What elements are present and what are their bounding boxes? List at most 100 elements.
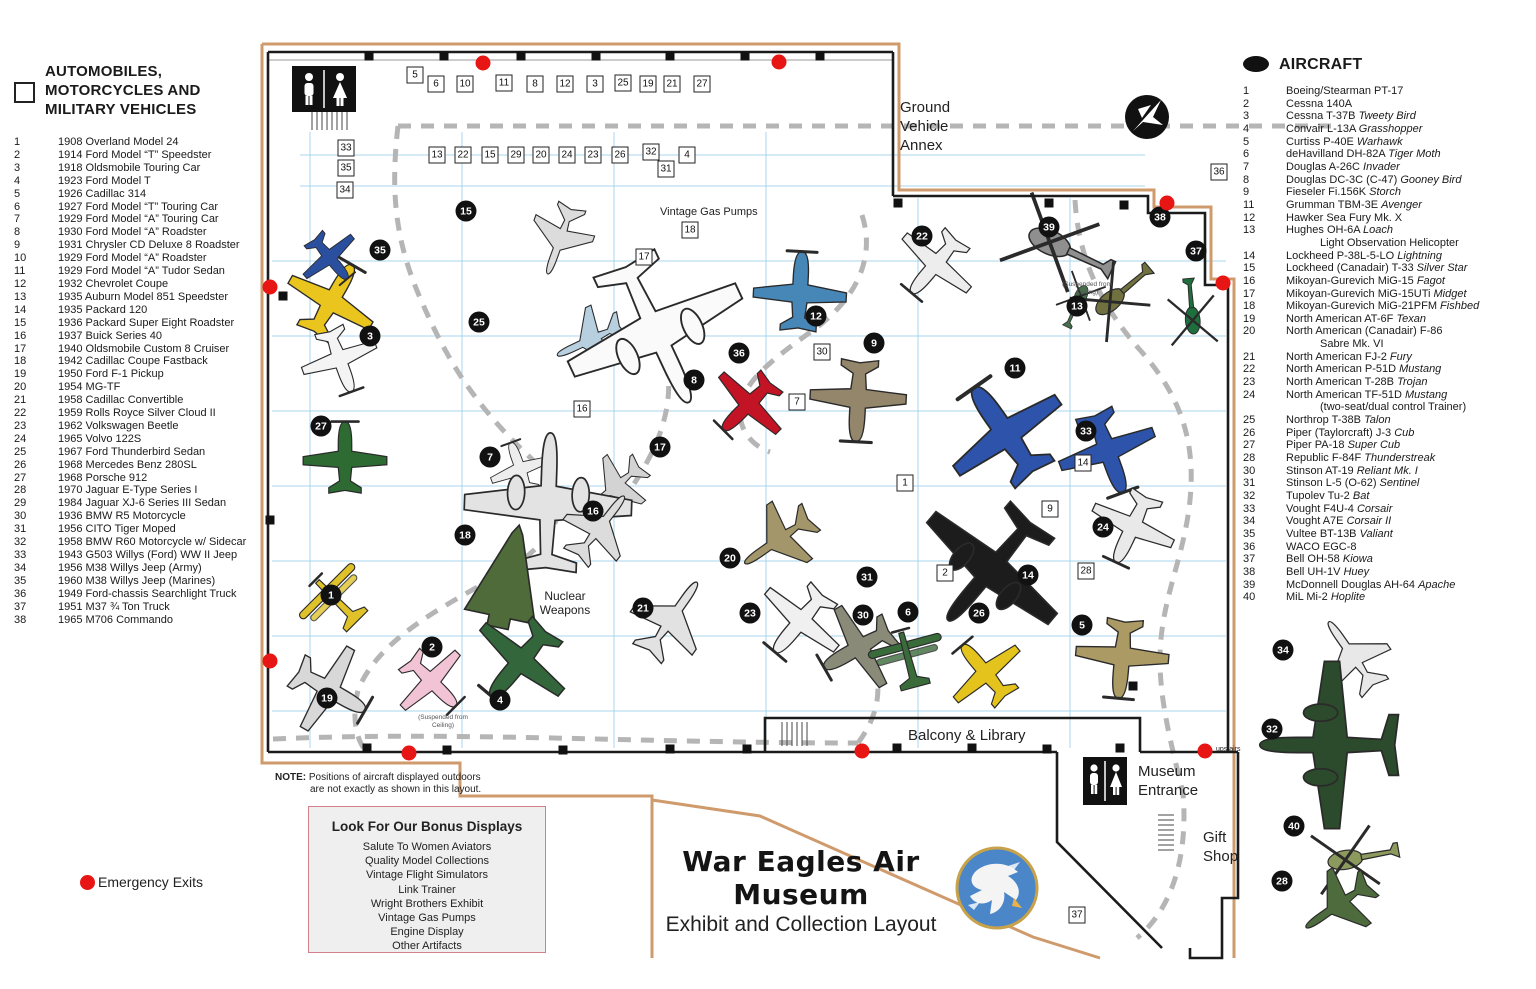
legend-item-number: 9 — [14, 239, 21, 252]
legend-item-label: Cessna T-37B Tweety Bird — [1286, 110, 1416, 123]
legend-item-label: Tupolev Tu-2 Bat — [1286, 490, 1370, 502]
bonus-display-item: Link Trainer — [398, 883, 456, 896]
legend-item-label: 1968 Mercedes Benz 280SL — [58, 458, 197, 471]
gift-shop-label: Gift Shop — [1203, 829, 1239, 865]
legend-item-label: Fieseler Fi.156K Storch — [1286, 186, 1401, 199]
legend-item-number: 23 — [1243, 376, 1256, 389]
legend-item-number: 9 — [1243, 186, 1250, 199]
legend-item-label: 1970 Jaguar E-Type Series I — [58, 484, 198, 497]
balcony-library-label: Balcony & Library — [908, 727, 1026, 744]
plane-silhouette-jet — [517, 194, 603, 286]
legend-item-label: 1908 Overland Model 24 — [58, 136, 179, 148]
legend-item-number: 22 — [1243, 363, 1256, 376]
legend-item-label: 1936 Packard Super Eight Roadster — [58, 316, 235, 329]
legend-item-label: McDonnell Douglas AH-64 Apache — [1286, 578, 1456, 591]
legend-item-label: North American TF-51D Mustang — [1286, 388, 1448, 401]
vehicle-legend-item: 28 1970 Jaguar E-Type Series I — [14, 484, 264, 497]
aircraft-legend-item: 27 Piper PA-18 Super Cub — [1243, 439, 1533, 452]
bonus-display-item: Vintage Flight Simulators — [365, 869, 489, 882]
legend-item-number: 29 — [14, 497, 27, 510]
aircraft-legend-item: 3 Cessna T-37B Tweety Bird — [1243, 110, 1533, 123]
legend-item-number: 36 — [14, 587, 27, 600]
bonus-display-item: Quality Model Collections — [364, 855, 490, 868]
legend-item-label: 1927 Ford Model “T” Touring Car — [58, 200, 218, 213]
legend-item-number: 12 — [14, 277, 27, 290]
note-label: NOTE: — [275, 772, 307, 783]
emergency-exit-key-icon — [80, 874, 95, 890]
legend-item-label: 1950 Ford F-1 Pickup — [58, 368, 164, 381]
bonus-display-item: Vintage Gas Pumps — [378, 912, 476, 925]
museum-entrance-label: Museum Entrance — [1138, 763, 1199, 799]
legend-item-number: 21 — [14, 394, 27, 407]
legend-item-number: 27 — [14, 471, 27, 484]
legend-item-number: 40 — [1243, 591, 1256, 604]
legend-item-number: 34 — [14, 561, 27, 574]
legend-item-label: 1959 Rolls Royce Silver Cloud II — [58, 407, 216, 420]
nuclear-weapons-label: Nuclear Weapons — [539, 589, 591, 617]
compass-icon — [1125, 95, 1169, 139]
legend-item-label: 1930 Ford Model “A” Roadster — [58, 226, 207, 239]
legend-item-number: 11 — [1243, 198, 1255, 211]
legend-item-number: 27 — [1243, 439, 1256, 452]
vehicle-marker-key-icon — [14, 82, 35, 103]
legend-item-number: 28 — [14, 484, 27, 497]
legend-item-label: 1935 Packard 120 — [58, 303, 148, 316]
legend-item-number: 33 — [1243, 502, 1256, 515]
legend-item-label: 1949 Ford-chassis Searchlight Truck — [58, 587, 237, 600]
restroom-icon-top — [292, 66, 356, 112]
legend-item-label: Light Observation Helicopter — [1320, 236, 1459, 249]
legend-item-label: Douglas DC-3C (C-47) Gooney Bird — [1286, 173, 1462, 186]
legend-item-label: 1923 Ford Model T — [58, 174, 151, 187]
vehicle-legend-item: 34 1956 M38 Willys Jeep (Army) — [14, 562, 264, 575]
legend-item-number: 26 — [1243, 426, 1256, 439]
legend-item-number: 19 — [14, 368, 27, 381]
vehicle-legend-item: 19 1950 Ford F-1 Pickup — [14, 368, 264, 381]
bonus-displays-box: Look For Our Bonus Displays Salute To Wo… — [308, 806, 546, 953]
vehicle-legend-item: 22 1959 Rolls Royce Silver Cloud II — [14, 407, 264, 420]
legend-item-number: 2 — [1243, 97, 1250, 110]
legend-item-label: 1929 Ford Model “A” Touring Car — [58, 213, 219, 226]
legend-item-number: 28 — [1243, 452, 1256, 465]
legend-item-number: 1 — [14, 136, 21, 148]
legend-item-number: 32 — [1243, 490, 1256, 502]
legend-item-number: 22 — [14, 407, 27, 420]
vehicle-legend-item: 1 1908 Overland Model 24 — [14, 136, 264, 149]
legend-item-number: 3 — [1243, 110, 1250, 123]
plane-silhouette-prop — [806, 355, 910, 446]
legend-item-label: 1965 Volvo 122S — [58, 432, 142, 445]
legend-item-number: 11 — [14, 265, 26, 278]
aircraft-legend-item-cont: Sabre Mk. VI — [1243, 338, 1533, 351]
legend-item-number: 5 — [14, 187, 21, 200]
legend-item-label: Piper PA-18 Super Cub — [1286, 439, 1401, 452]
plane-silhouette-biplane — [287, 551, 385, 649]
plane-silhouette-jet — [615, 560, 729, 676]
legend-item-label: Hawker Sea Fury Mk. X — [1286, 211, 1403, 224]
legend-item-number: 13 — [1243, 224, 1256, 237]
vehicle-legend: AUTOMOBILES, MOTORCYCLES AND MILITARY VE… — [14, 62, 264, 626]
legend-item-label: 1936 BMW R5 Motorcycle — [58, 510, 186, 523]
legend-item-label: 1956 M38 Willys Jeep (Army) — [58, 561, 202, 574]
museum-title: War Eagles Air Museum — [682, 845, 920, 911]
